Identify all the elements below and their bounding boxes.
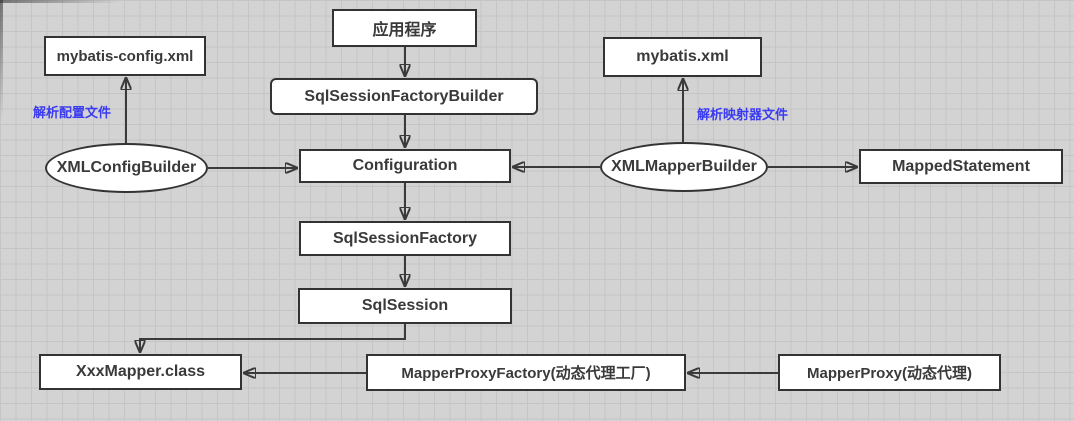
node-sqlsession-label: SqlSession (361, 297, 449, 314)
node-application: 应用程序 (332, 9, 477, 47)
node-xmlconfigbuilder: XMLConfigBuilder (45, 143, 208, 193)
node-mappedstatement: MappedStatement (859, 149, 1063, 184)
node-sqlsessionfactorybuilder-label: SqlSessionFactoryBuilder (304, 87, 504, 105)
node-mapperproxy: MapperProxy(动态代理) (778, 354, 1001, 391)
node-sqlsessionfactorybuilder: SqlSessionFactoryBuilder (270, 78, 538, 115)
node-sqlsessionfactory: SqlSessionFactory (299, 221, 511, 256)
node-mybatis-xml: mybatis.xml (603, 37, 762, 77)
node-xmlmapperbuilder-label: XMLMapperBuilder (611, 158, 757, 175)
edge-sqlsession-to-xxxmapper-class (140, 324, 406, 351)
node-configuration: Configuration (299, 149, 511, 183)
node-xmlmapperbuilder: XMLMapperBuilder (600, 142, 768, 192)
node-mapperproxyfactory-label: MapperProxyFactory(动态代理工厂) (401, 365, 651, 382)
node-mappedstatement-label: MappedStatement (892, 157, 1030, 175)
node-xxxmapper-class: XxxMapper.class (39, 354, 242, 390)
node-configuration-label: Configuration (352, 157, 458, 174)
node-sqlsession: SqlSession (298, 288, 512, 324)
node-application-label: 应用程序 (372, 22, 437, 39)
node-mybatis-config-xml: mybatis-config.xml (44, 36, 206, 76)
node-sqlsessionfactory-label: SqlSessionFactory (332, 229, 478, 247)
node-xxxmapper-class-label: XxxMapper.class (76, 363, 205, 380)
node-mybatis-config-xml-label: mybatis-config.xml (56, 47, 194, 65)
node-mapperproxyfactory: MapperProxyFactory(动态代理工厂) (366, 354, 686, 391)
edge-label-parse-config-file: 解析配置文件 (33, 105, 112, 120)
node-mapperproxy-label: MapperProxy(动态代理) (806, 365, 973, 382)
edge-label-parse-mapper-file: 解析映射器文件 (697, 107, 789, 122)
node-xmlconfigbuilder-label: XMLConfigBuilder (56, 159, 197, 176)
node-mybatis-xml-label: mybatis.xml (636, 48, 729, 65)
